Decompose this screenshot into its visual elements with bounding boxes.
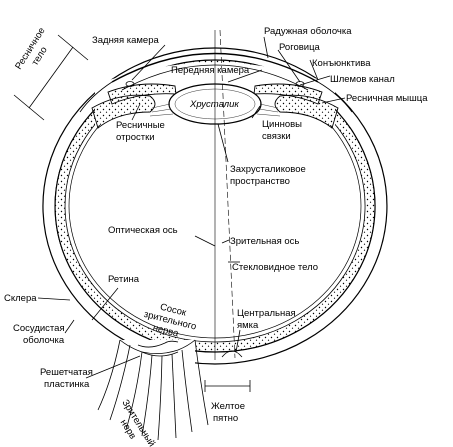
ciliary-body-bracket [13, 34, 89, 121]
label-vitreous: Стекловидное тело [232, 262, 318, 273]
optic-nerve [97, 339, 209, 441]
ciliary-body-left [91, 94, 156, 129]
ciliary-body-right [274, 94, 339, 129]
macula-bracket [204, 380, 251, 392]
label-cornea: Роговица [279, 42, 321, 53]
label-iris: Радужная оболочка [264, 26, 352, 37]
label-conjunctiva: Конъюнктива [312, 58, 371, 69]
label-lamina-cribrosa: Решетчатая пластинка [40, 367, 95, 390]
label-ciliary-muscle: Ресничная мышца [346, 93, 428, 104]
visual-axis-line [219, 29, 236, 359]
label-anterior-chamber: Передняя камера [171, 65, 250, 76]
label-fovea: Центральная ямка [237, 308, 298, 331]
leader-lines [37, 36, 346, 379]
label-macula: Желтое пятно [211, 401, 248, 424]
label-zonule: Цинновы связки [262, 119, 305, 142]
lamina-cribrosa [141, 351, 179, 357]
label-retrolental-space: Захрусталиковое пространство [230, 164, 308, 187]
conjunctiva [317, 81, 353, 113]
label-schlemm-canal: Шлемов канал [330, 74, 395, 85]
fovea [221, 350, 243, 358]
label-ciliary-processes: Ресничные отростки [116, 120, 167, 143]
label-optic-disc: Сосок зрительного нерва [140, 298, 203, 344]
label-posterior-chamber: Задняя камера [92, 35, 159, 46]
label-optic-nerve: Зрительный нерв [109, 398, 158, 447]
label-visual-axis: Зрительная ось [230, 236, 299, 247]
zonular-fibers [149, 103, 281, 117]
label-optic-axis: Оптическая ось [108, 225, 178, 236]
label-retina: Ретина [108, 274, 140, 285]
choroid [54, 59, 376, 353]
schlemm-canal-left [125, 81, 135, 87]
optic-disc [119, 339, 196, 354]
label-ciliary-body: Ресничное тело [13, 23, 59, 78]
optic-disc-brace [137, 340, 179, 348]
label-choroid: Сосудистая оболочка [13, 323, 67, 346]
label-sclera: Склера [4, 293, 37, 304]
label-lens: Хрусталик [189, 99, 239, 110]
